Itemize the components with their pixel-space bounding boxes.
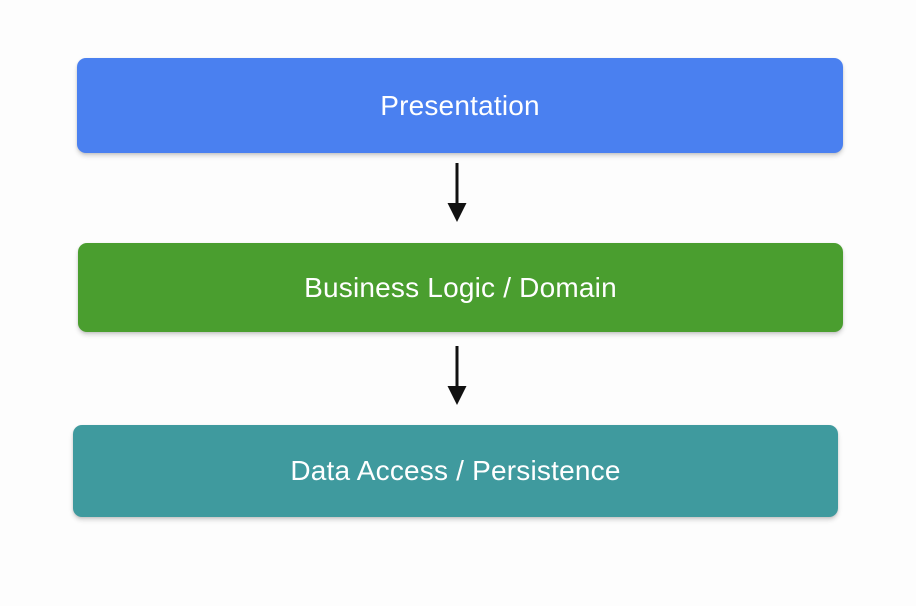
layer-label-data-access: Data Access / Persistence — [290, 455, 621, 486]
layer-box-business-logic[interactable]: Business Logic / Domain — [78, 243, 843, 332]
arrow-business-to-data-icon — [437, 346, 477, 408]
arrow-presentation-to-business-icon — [437, 163, 477, 225]
layer-label-presentation: Presentation — [380, 89, 540, 121]
layer-label-business-logic: Business Logic / Domain — [304, 271, 617, 303]
layer-box-data-access[interactable]: Data Access / Persistence — [73, 425, 838, 517]
layer-box-presentation[interactable]: Presentation — [77, 58, 843, 153]
